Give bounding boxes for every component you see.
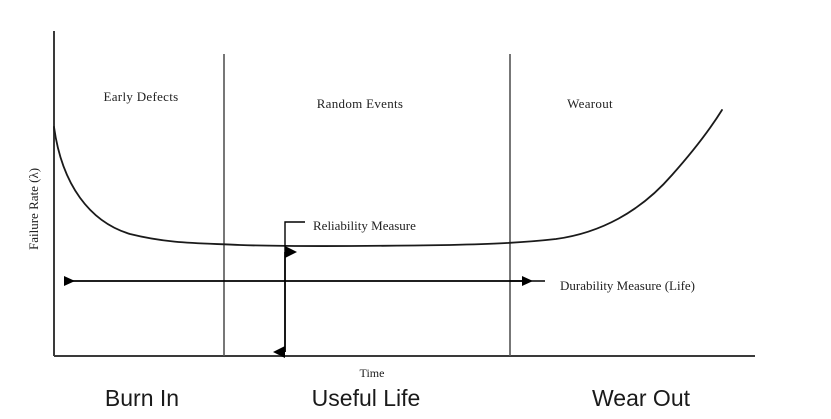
x-axis-title: Time [359,366,385,380]
lifecycle-stage-useful-life: Useful Life [311,385,421,411]
phase-label-wearout: Wearout [567,96,613,111]
y-axis-title: Failure Rate (λ) [26,167,41,250]
lifecycle-stage-wear-out: Wear Out [592,385,690,411]
failure-rate-curve [53,109,723,248]
lifecycle-stage-burn-in: Burn In [104,385,180,411]
phase-label-early-defects: Early Defects [103,89,179,104]
reliability-leader-line [284,221,305,252]
reliability-measure-label: Reliability Measure [313,218,416,233]
phase-label-random-events: Random Events [316,96,404,111]
durability-measure-label: Durability Measure (Life) [560,278,696,293]
